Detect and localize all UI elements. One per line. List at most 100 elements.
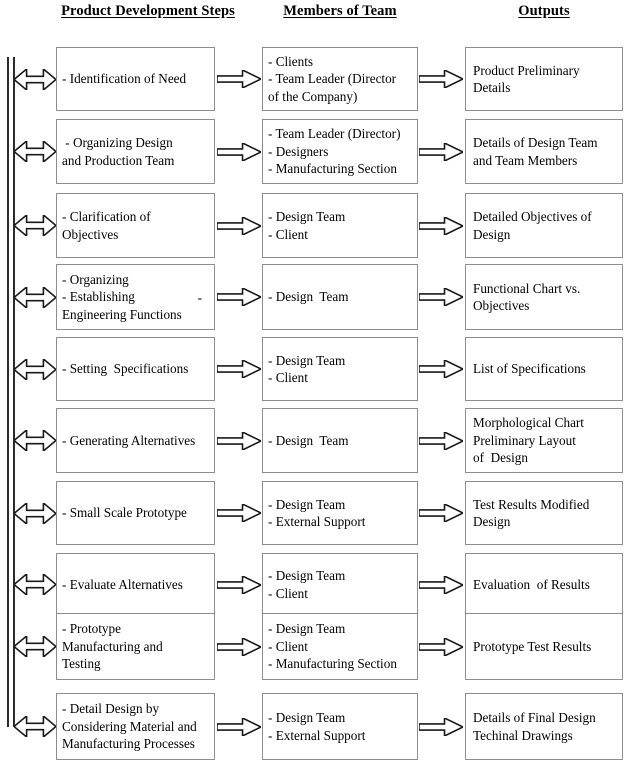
members-to-outputs-arrow-icon — [419, 142, 463, 161]
step-box-line: - Establishing — [62, 289, 135, 305]
members-box-line: - Designers — [268, 143, 329, 159]
step-box-line: - Prototype — [62, 621, 121, 637]
step-to-members-arrow-icon — [217, 575, 261, 594]
outputs-box[interactable]: Prototype Test Results — [465, 613, 623, 680]
outputs-box-line: Product Preliminary — [473, 62, 580, 78]
outputs-box[interactable]: Detailed Objectives of Design — [465, 193, 623, 258]
outputs-box-line: Design — [473, 226, 511, 242]
members-to-outputs-arrow-icon — [419, 717, 463, 736]
step-box-line: - Generating Alternatives — [62, 432, 196, 448]
step-to-members-arrow-icon — [217, 142, 261, 161]
feedback-double-arrow-icon — [14, 502, 56, 524]
outputs-box-line: Techinal Drawings — [473, 727, 573, 743]
outputs-box[interactable]: Functional Chart vs.Objectives — [465, 264, 623, 330]
outputs-box-line: Prototype Test Results — [473, 638, 592, 654]
members-box[interactable]: - Design Team — [262, 408, 418, 473]
step-box[interactable]: - Identification of Need — [56, 47, 215, 111]
members-box-line: - Design Team — [268, 568, 346, 583]
members-to-outputs-arrow-icon — [419, 504, 463, 522]
outputs-box-line: Evaluation of Results — [473, 576, 590, 592]
step-box-line: Objectives — [62, 226, 119, 242]
feedback-rail-inner — [13, 57, 15, 727]
step-box-line: - Identification of Need — [62, 71, 187, 87]
outputs-box[interactable]: Details of Design Team and Team Members — [465, 119, 623, 184]
members-box[interactable]: - Design Team- External Support — [262, 693, 418, 760]
step-box-line: Manufacturing and — [62, 638, 163, 654]
step-box-line: - Clarification of — [62, 209, 151, 224]
column-headers: Product Development Steps Members of Tea… — [0, 0, 626, 28]
feedback-double-arrow-icon — [14, 574, 56, 595]
members-box-line: - Client — [268, 370, 308, 385]
step-to-members-arrow-icon — [217, 717, 261, 736]
members-box-line: - Client — [268, 226, 308, 242]
step-box-line: - Evaluate Alternatives — [62, 576, 183, 592]
step-box[interactable]: - Evaluate Alternatives — [56, 553, 215, 616]
members-box[interactable]: - Design Team - Client — [262, 553, 418, 616]
members-box[interactable]: - Design Team - Client — [262, 337, 418, 401]
outputs-box-line: Functional Chart vs. — [473, 280, 581, 296]
step-box-line: - Setting Specifications — [62, 361, 189, 377]
members-box[interactable]: - Team Leader (Director)- Designers- Man… — [262, 119, 418, 184]
outputs-box[interactable]: Evaluation of Results — [465, 553, 623, 616]
step-box[interactable]: - Generating Alternatives — [56, 408, 215, 473]
members-to-outputs-arrow-icon — [419, 216, 463, 235]
members-box-line: - Clients — [268, 53, 314, 69]
header-members-of-team: Members of Team — [283, 3, 397, 19]
step-box-line: - Small Scale Prototype — [62, 505, 187, 521]
members-to-outputs-arrow-icon — [419, 70, 463, 88]
feedback-double-arrow-icon — [14, 358, 56, 380]
step-box-line: Testing — [62, 656, 101, 672]
outputs-box-line: Test Results Modified — [473, 496, 590, 512]
step-box-line: Engineering Functions — [62, 306, 182, 322]
members-box[interactable]: - Design Team- Client- Manufacturing Sec… — [262, 613, 418, 680]
members-box-line: - Client — [268, 638, 308, 654]
members-box-line: - Client — [268, 585, 308, 601]
outputs-box-line: Details of Final Design — [473, 710, 596, 725]
step-to-members-arrow-icon — [217, 360, 261, 378]
step-to-members-arrow-icon — [217, 504, 261, 522]
step-to-members-arrow-icon — [217, 637, 261, 656]
outputs-box-line: Details of Design Team — [473, 135, 598, 150]
step-to-members-arrow-icon — [217, 288, 261, 306]
feedback-double-arrow-icon — [14, 215, 56, 236]
feedback-double-arrow-icon — [14, 636, 56, 657]
outputs-box-line: Details — [473, 80, 511, 95]
step-box-line: and Production Team — [62, 152, 175, 168]
members-box-line: - External Support — [268, 514, 366, 529]
outputs-box-line: Detailed Objectives of — [473, 209, 592, 224]
members-box[interactable]: - Design Team — [262, 264, 418, 330]
step-box-line: Manufacturing Processes — [62, 736, 195, 752]
step-box[interactable]: - Setting Specifications — [56, 337, 215, 401]
feedback-double-arrow-icon — [14, 430, 56, 451]
step-box[interactable]: - Small Scale Prototype — [56, 481, 215, 545]
members-box[interactable]: - Design Team- Client — [262, 193, 418, 258]
outputs-box-line: and Team Members — [473, 152, 578, 168]
members-box-line: - Design Team — [268, 352, 346, 368]
step-to-members-arrow-icon — [217, 216, 261, 235]
header-product-development-steps: Product Development Steps — [61, 3, 235, 19]
members-box-line: - Design Team — [268, 496, 346, 512]
step-box[interactable]: - Clarification of Objectives — [56, 193, 215, 258]
step-box[interactable]: - Organizing Design and Production Team — [56, 119, 215, 184]
feedback-double-arrow-icon — [14, 716, 56, 737]
feedback-double-arrow-icon — [14, 68, 56, 90]
step-box-line: - Organizing Design — [62, 135, 173, 150]
step-to-members-arrow-icon — [217, 431, 261, 450]
outputs-box-line: List of Specifications — [473, 361, 586, 377]
outputs-box[interactable]: List of Specifications — [465, 337, 623, 401]
members-box[interactable]: - Design Team - External Support — [262, 481, 418, 545]
step-box-line: - Organizing — [62, 271, 129, 287]
outputs-box-line: of Design — [473, 450, 528, 466]
members-to-outputs-arrow-icon — [419, 575, 463, 594]
members-box-line: - Manufacturing Section — [268, 656, 397, 672]
members-box-line: - Design Team — [268, 432, 349, 448]
members-box-line: - Design Team — [268, 289, 349, 305]
